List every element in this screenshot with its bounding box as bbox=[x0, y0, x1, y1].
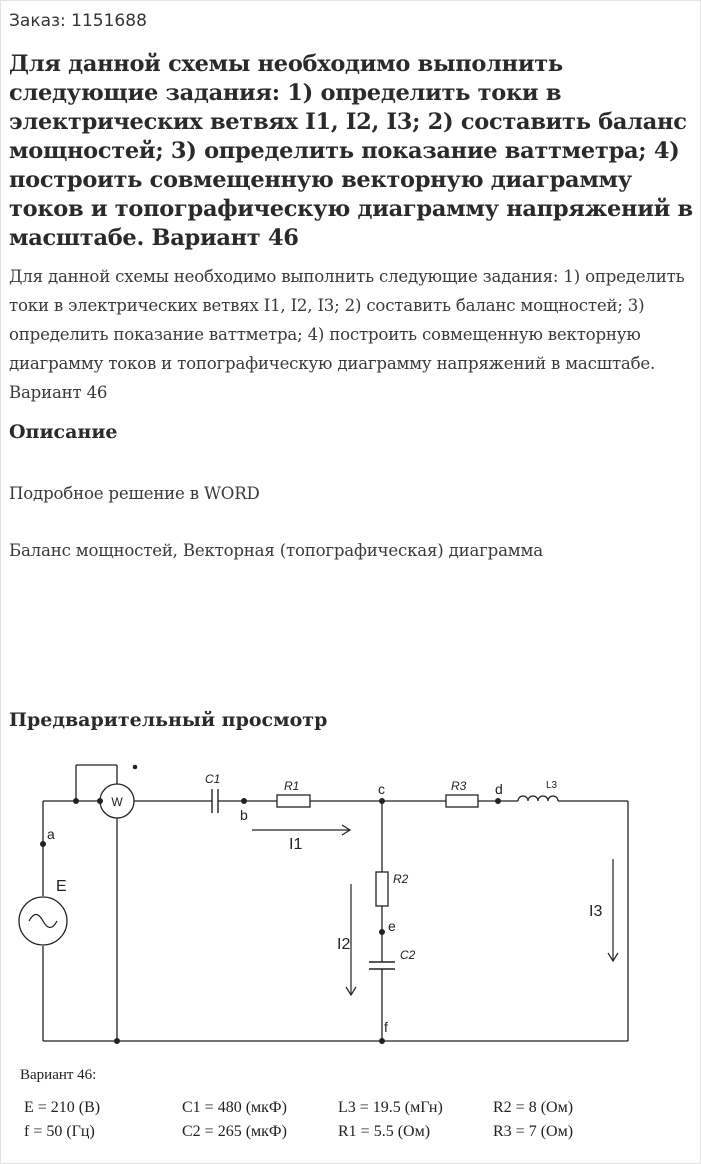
node-dot bbox=[97, 798, 103, 804]
c1-label: C1 bbox=[205, 772, 220, 786]
r1-label: R1 bbox=[284, 779, 299, 793]
param-r1: R1 = 5.5 (Ом) bbox=[338, 1123, 431, 1140]
capacitor-c1-icon bbox=[211, 789, 219, 813]
lead-paragraph: Для данной схемы необходимо выполнить сл… bbox=[9, 267, 685, 402]
wattmeter-label: W bbox=[111, 795, 123, 809]
node-dot bbox=[114, 1038, 120, 1044]
resistor-r2-icon bbox=[375, 871, 389, 907]
capacitor-c2-icon bbox=[369, 961, 395, 970]
node-b-label: b bbox=[240, 807, 248, 823]
description-line-2: Баланс мощностей, Векторная (топографиче… bbox=[9, 541, 543, 560]
circuit-diagram: W E C1 R1 R3 L3 R2 C2 a b c d e f bbox=[18, 764, 629, 1044]
node-f-dot bbox=[379, 1038, 385, 1044]
param-c2: C2 = 265 (мкФ) bbox=[182, 1123, 287, 1140]
c2-label: C2 bbox=[400, 948, 416, 962]
r2-label: R2 bbox=[393, 872, 409, 886]
description-line-1: Подробное решение в WORD bbox=[9, 484, 260, 503]
param-f: f = 50 (Гц) bbox=[24, 1123, 95, 1140]
wattmeter-polarity-dot bbox=[132, 764, 138, 770]
variant-title: Вариант 46: bbox=[20, 1067, 97, 1083]
node-d-label: d bbox=[495, 781, 503, 797]
node-e-dot bbox=[379, 929, 385, 935]
description-heading: Описание bbox=[9, 421, 118, 443]
inductor-l3-icon bbox=[517, 795, 559, 802]
i2-label: I2 bbox=[337, 936, 350, 953]
page-title: Для данной схемы необходимо выполнить сл… bbox=[9, 51, 693, 251]
param-c1: C1 = 480 (мкФ) bbox=[182, 1099, 287, 1116]
resistor-r3-icon bbox=[445, 794, 479, 808]
node-a-label: a bbox=[47, 826, 55, 842]
node-c-label: c bbox=[378, 781, 385, 797]
node-a-dot bbox=[40, 841, 46, 847]
param-r2: R2 = 8 (Ом) bbox=[493, 1099, 574, 1116]
i3-label: I3 bbox=[589, 903, 602, 920]
node-dot bbox=[73, 798, 79, 804]
param-e: E = 210 (B) bbox=[24, 1099, 101, 1116]
i1-label: I1 bbox=[289, 836, 302, 853]
r3-label: R3 bbox=[451, 779, 467, 793]
node-e-label: e bbox=[388, 918, 396, 934]
node-c-dot bbox=[379, 798, 385, 804]
l3-label: L3 bbox=[546, 780, 558, 791]
node-b-dot bbox=[241, 798, 247, 804]
resistor-r1-icon bbox=[276, 794, 311, 808]
order-label: Заказ: 1151688 bbox=[9, 11, 147, 31]
node-d-dot bbox=[495, 798, 501, 804]
preview-heading: Предварительный просмотр bbox=[9, 709, 328, 731]
param-r3: R3 = 7 (Ом) bbox=[493, 1123, 574, 1140]
param-l3: L3 = 19.5 (мГн) bbox=[338, 1099, 443, 1116]
source-label: E bbox=[56, 878, 67, 895]
node-f-label: f bbox=[384, 1019, 388, 1035]
